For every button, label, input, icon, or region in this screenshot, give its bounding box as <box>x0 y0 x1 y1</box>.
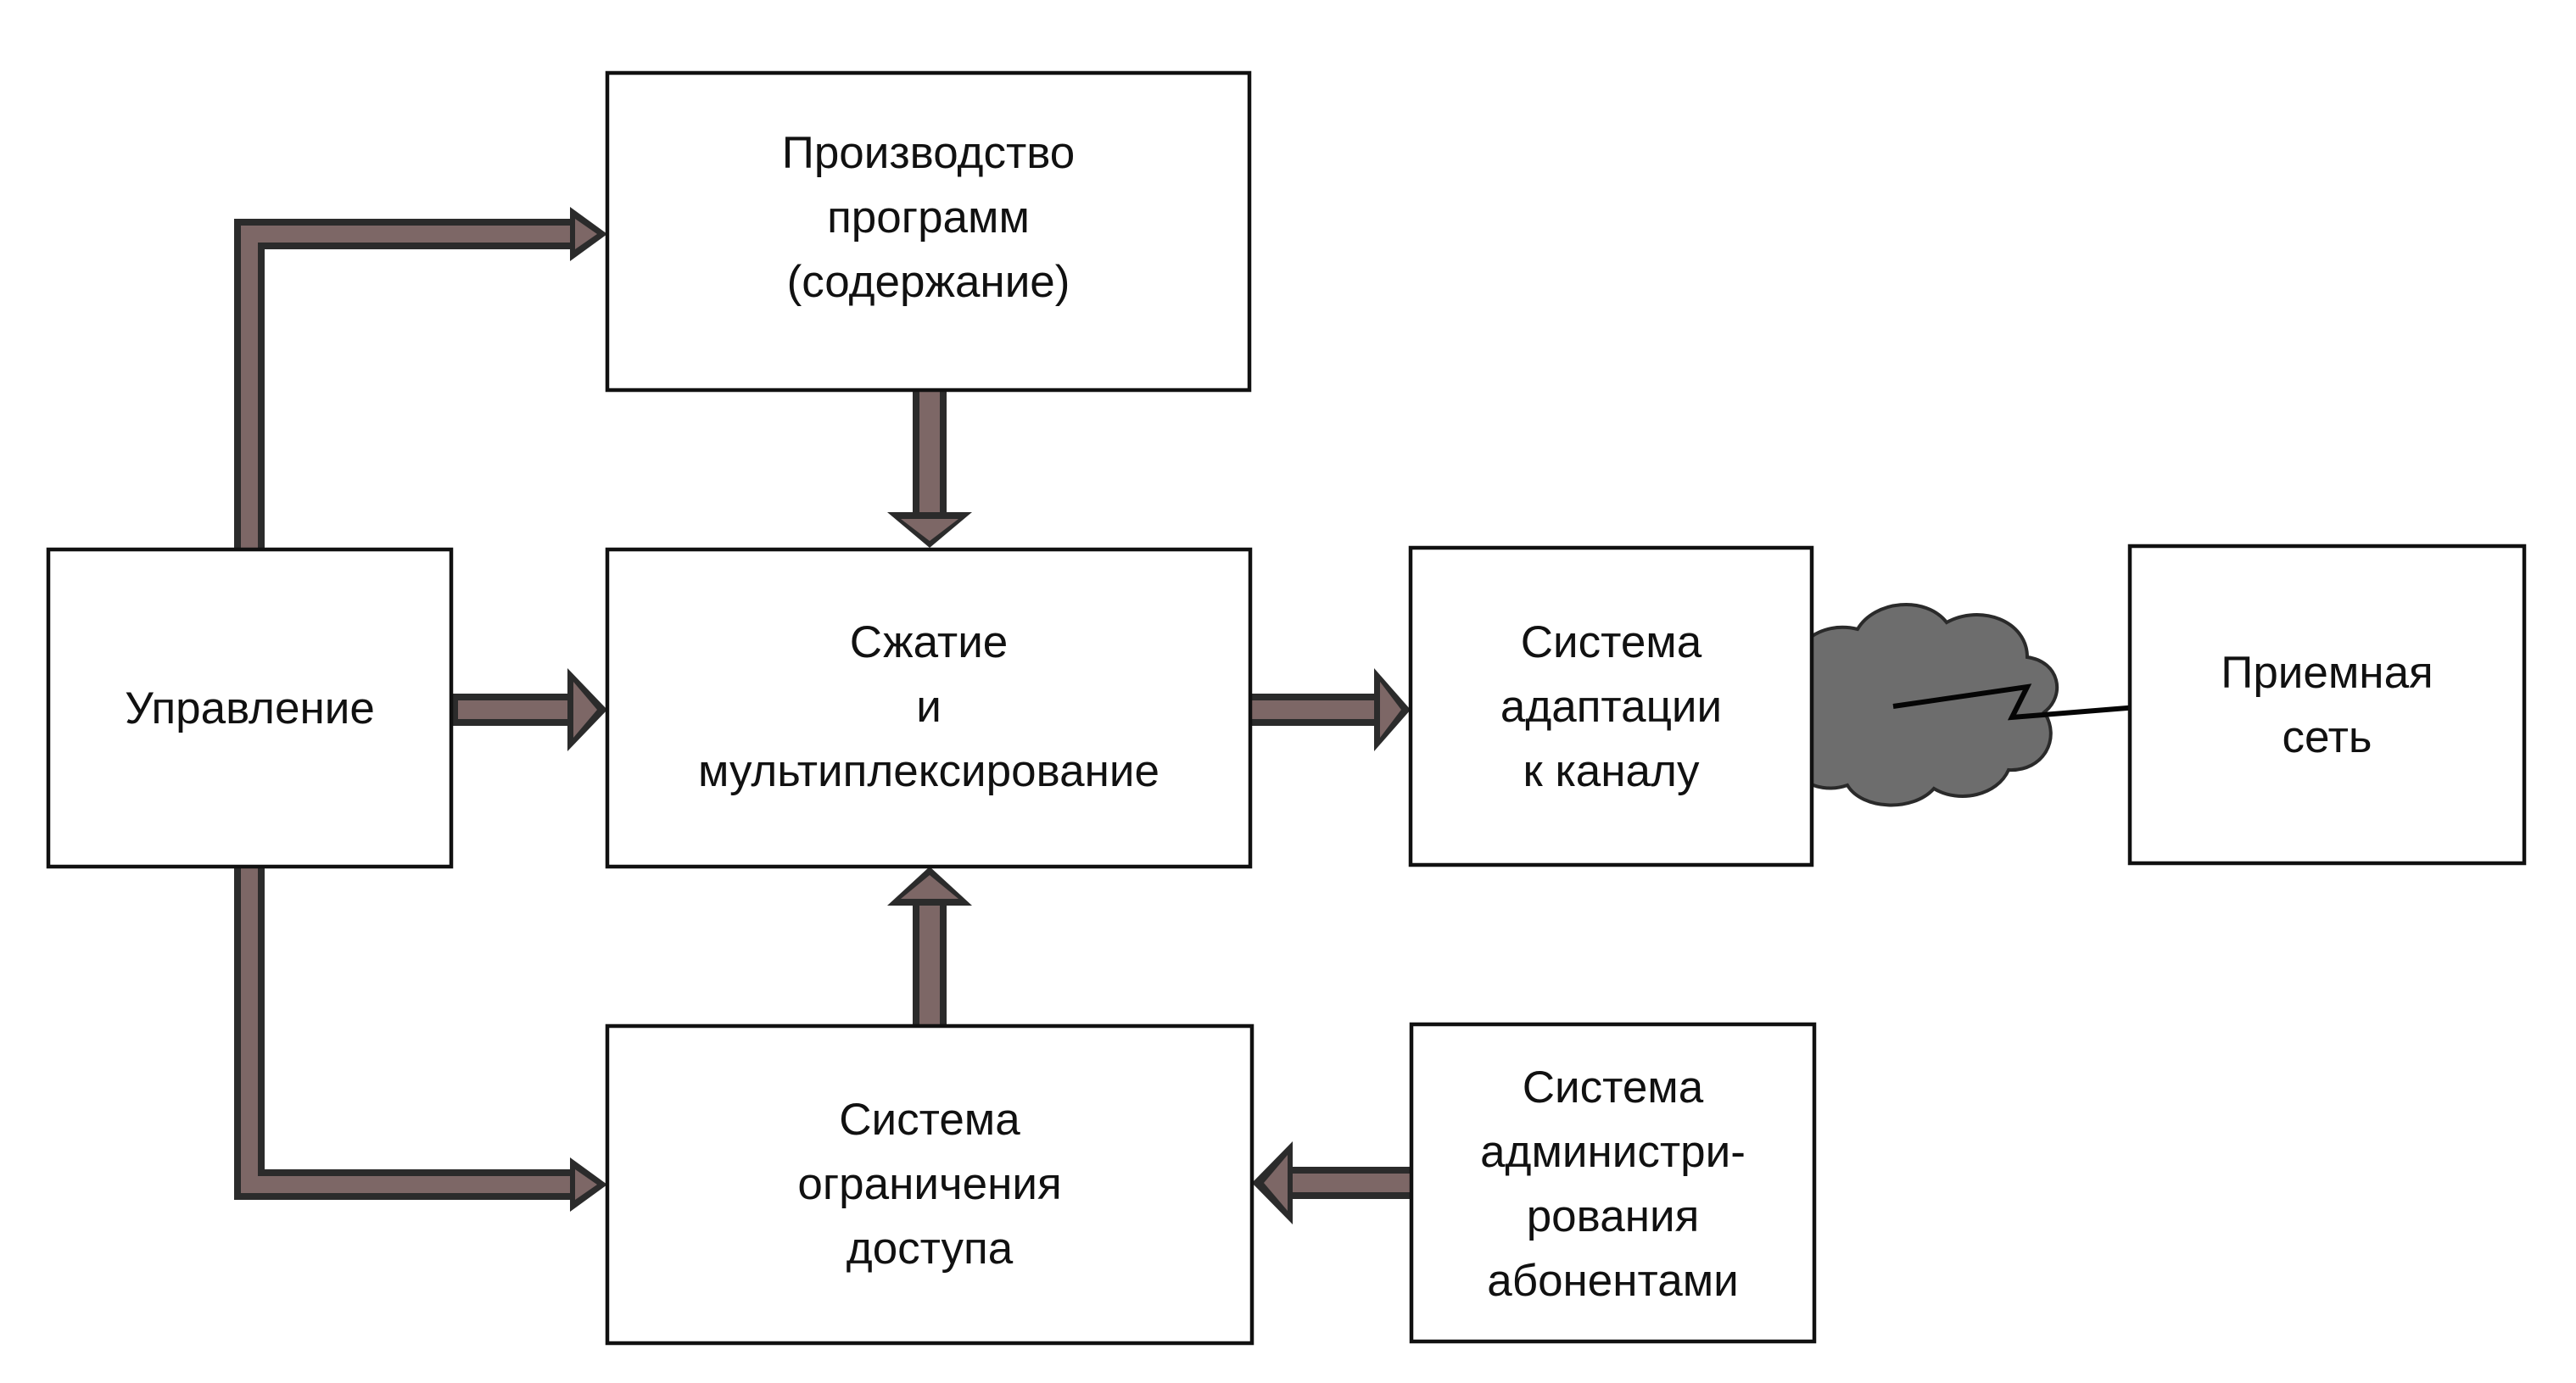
lightning-bolt-icon <box>1892 683 2138 721</box>
connector-access-to-compression <box>887 867 972 1026</box>
block-adaptation-line-3: к каналу <box>1523 746 1700 796</box>
block-adaptation-line-1: Система <box>1521 617 1702 667</box>
block-subscriber-admin-line-1: Система <box>1523 1062 1704 1113</box>
block-compression-line-3: мультиплексирование <box>698 746 1159 796</box>
block-production-line-1: Производство <box>782 128 1076 178</box>
block-access-restriction-line-1: Система <box>839 1095 1020 1145</box>
connector-management-to-production <box>234 207 607 549</box>
block-compression-line-1: Сжатие <box>850 617 1009 667</box>
block-management-line-1: Управление <box>125 683 375 733</box>
block-compression: Сжатие и мультиплексирование <box>605 547 1253 869</box>
block-receiving-network: Приемная сеть <box>2127 544 2527 866</box>
block-subscriber-admin: Система администри- рования абонентами <box>1409 1022 1817 1344</box>
block-access-restriction-line-2: ограничения <box>797 1159 1061 1209</box>
block-production-line-3: (содержание) <box>787 257 1070 307</box>
connector-compression-to-adaptation <box>1250 668 1411 751</box>
connector-management-to-access <box>234 867 607 1212</box>
block-subscriber-admin-line-4: абонентами <box>1487 1256 1739 1306</box>
block-subscriber-admin-line-2: администри- <box>1480 1127 1746 1177</box>
block-subscriber-admin-line-3: рования <box>1527 1191 1700 1241</box>
block-adaptation-line-2: адаптации <box>1500 682 1722 732</box>
block-adaptation: Система адаптации к каналу <box>1408 545 1814 867</box>
block-access-restriction-line-3: доступа <box>847 1224 1014 1274</box>
connector-subscriber-admin-to-access <box>1252 1141 1411 1224</box>
connector-production-to-compression <box>887 390 972 548</box>
block-receiving-network-line-2: сеть <box>2282 712 2372 762</box>
block-production: Производство программ (содержание) <box>605 70 1252 393</box>
block-management: Управление <box>46 547 454 869</box>
block-receiving-network-line-1: Приемная <box>2221 648 2434 698</box>
block-production-line-2: программ <box>827 192 1030 243</box>
block-access-restriction: Система ограничения доступа <box>605 1023 1254 1346</box>
connector-management-to-compression <box>452 668 607 751</box>
block-compression-line-2: и <box>916 682 942 732</box>
